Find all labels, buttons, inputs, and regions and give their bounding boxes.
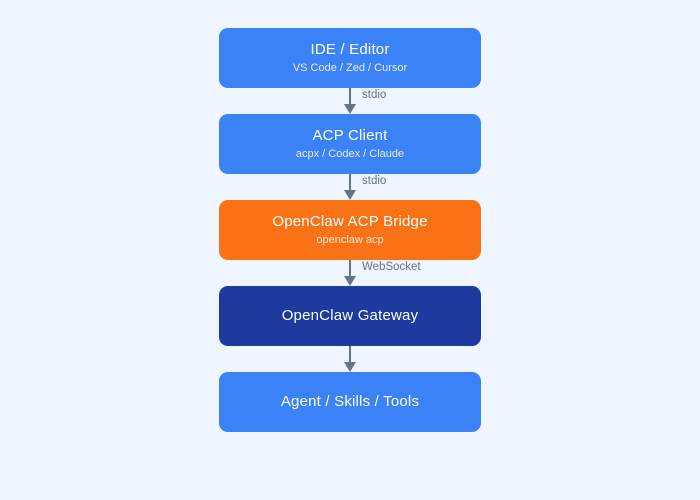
- node-ide-editor[interactable]: IDE / Editor VS Code / Zed / Cursor: [219, 28, 481, 88]
- arrow-head-icon: [344, 104, 356, 114]
- edge-ide-to-acp-client: stdio: [219, 88, 481, 114]
- node-title: OpenClaw ACP Bridge: [272, 213, 428, 231]
- edge-line: [349, 88, 351, 106]
- node-title: IDE / Editor: [310, 41, 390, 59]
- edge-label: stdio: [362, 89, 387, 101]
- arrow-head-icon: [344, 276, 356, 286]
- edge-label: WebSocket: [362, 261, 421, 273]
- edge-bridge-to-gateway: WebSocket: [219, 260, 481, 286]
- edge-acp-client-to-bridge: stdio: [219, 174, 481, 200]
- node-openclaw-acp-bridge[interactable]: OpenClaw ACP Bridge openclaw acp: [219, 200, 481, 260]
- edge-line: [349, 260, 351, 278]
- node-title: Agent / Skills / Tools: [280, 393, 420, 411]
- node-subtitle: VS Code / Zed / Cursor: [292, 62, 408, 75]
- edge-label: stdio: [362, 175, 387, 187]
- node-subtitle: openclaw acp: [316, 234, 384, 247]
- edge-gateway-to-agent: [219, 346, 481, 372]
- node-subtitle: acpx / Codex / Claude: [295, 148, 405, 161]
- node-title: ACP Client: [312, 127, 388, 145]
- node-title: OpenClaw Gateway: [281, 307, 419, 325]
- edge-line: [349, 174, 351, 192]
- edge-line: [349, 346, 351, 364]
- arrow-head-icon: [344, 190, 356, 200]
- arrow-head-icon: [344, 362, 356, 372]
- node-acp-client[interactable]: ACP Client acpx / Codex / Claude: [219, 114, 481, 174]
- node-openclaw-gateway[interactable]: OpenClaw Gateway: [219, 286, 481, 346]
- node-agent-skills-tools[interactable]: Agent / Skills / Tools: [219, 372, 481, 432]
